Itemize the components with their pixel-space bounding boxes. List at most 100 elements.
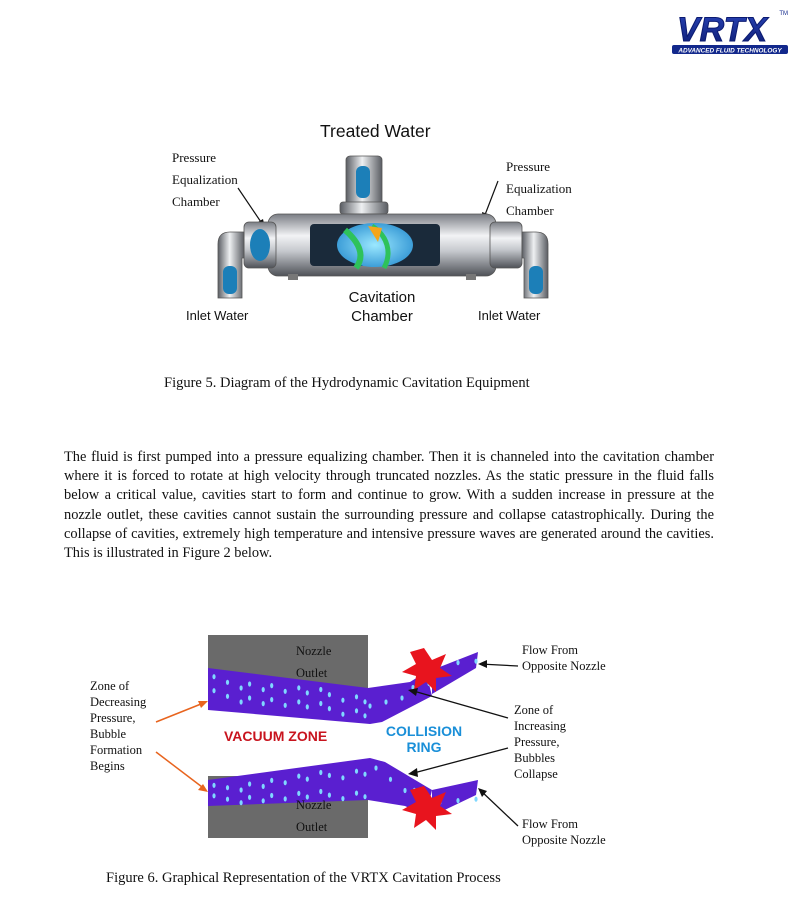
body-paragraph: The fluid is first pumped into a pressur… <box>64 449 714 562</box>
nozzle-outlet-bottom-label: Nozzle Outlet <box>296 798 332 834</box>
bubble <box>239 699 243 705</box>
logo-tagline: ADVANCED FLUID TECHNOLOGY <box>677 48 782 55</box>
bubble <box>239 800 243 806</box>
logo-trademark: TM <box>779 11 788 17</box>
swirl-green <box>342 227 364 270</box>
bubble <box>411 684 415 691</box>
cavitation-process-graphic <box>155 635 519 838</box>
collision-burst-bottom-icon <box>402 786 452 830</box>
arrow-flow-bottom <box>479 789 519 827</box>
bubble <box>474 658 478 664</box>
bubble <box>374 765 378 771</box>
bubble <box>354 694 359 700</box>
bubble <box>225 693 230 699</box>
bubble <box>474 796 478 802</box>
outlet-window <box>356 166 370 198</box>
bubble <box>341 775 345 781</box>
bubble <box>261 783 265 789</box>
vrtx-logo: VRTX ADVANCED FLUID TECHNOLOGY TM <box>652 8 792 58</box>
arrow-increasing-lower <box>409 747 509 775</box>
arrow-flow-top-head-icon <box>478 660 487 668</box>
arrow-increasing-upper <box>409 689 509 719</box>
arrow-flow-bottom-head-icon <box>478 788 487 797</box>
bubble <box>212 793 216 799</box>
nozzle-outlet-top-label: Nozzle Outlet <box>296 644 332 680</box>
bubble <box>248 681 252 687</box>
bubble <box>319 788 323 795</box>
bubble <box>270 697 274 703</box>
bubble <box>363 713 367 719</box>
bubble <box>319 700 323 707</box>
bubble <box>403 787 407 794</box>
bubble <box>327 692 331 698</box>
bubble <box>341 711 345 717</box>
bubble <box>456 660 460 666</box>
flow-from-opposite-bottom-label: Flow From Opposite Nozzle <box>522 817 606 847</box>
bubble <box>270 792 274 799</box>
bubble <box>270 683 274 689</box>
bubble <box>283 796 287 802</box>
swirl-orange <box>368 226 382 242</box>
bubble <box>270 777 274 783</box>
vacuum-zone-label: VACUUM ZONE <box>224 728 328 744</box>
inlet-water-left-label: Inlet Water <box>186 308 249 323</box>
bubble <box>363 794 367 800</box>
bubble <box>305 794 309 800</box>
support-foot-left <box>288 274 298 280</box>
vacuum-gap <box>208 710 380 776</box>
left-chamber-window <box>250 229 270 261</box>
bubble <box>261 701 265 707</box>
bubble <box>283 702 287 708</box>
bubble <box>297 773 301 779</box>
collision-ring-label: COLLISION RING <box>385 723 463 755</box>
bubble <box>225 679 230 685</box>
bubble <box>248 794 252 800</box>
arrow-decreasing-lower-head-icon <box>198 784 208 792</box>
bubble <box>319 769 323 776</box>
treated-water-label: Treated Water <box>320 121 431 141</box>
bubble <box>239 787 243 793</box>
arrow-increasing-lower-head-icon <box>408 768 418 777</box>
lower-opposite-flow <box>432 780 478 816</box>
bubble <box>283 688 287 694</box>
bubble <box>384 699 388 705</box>
bubble <box>354 708 359 714</box>
bubble <box>400 695 404 701</box>
cavitation-core <box>337 223 413 267</box>
bubble <box>354 790 359 796</box>
pressure-chamber-left-label: Pressure Equalization Chamber <box>172 150 238 209</box>
bubble <box>341 796 345 802</box>
bubble <box>283 780 287 786</box>
upper-opposite-flow <box>432 652 478 694</box>
bubble <box>212 674 216 680</box>
bubble <box>368 703 372 709</box>
bubble <box>305 704 309 710</box>
bubble <box>239 685 243 691</box>
bubble <box>248 695 252 701</box>
arrow-decreasing-upper <box>155 701 207 723</box>
bubble <box>261 798 265 804</box>
right-equalization-chamber <box>489 221 523 269</box>
right-inlet-window <box>529 266 543 294</box>
arrow-increasing-upper-head-icon <box>408 688 418 696</box>
bubble <box>261 687 265 693</box>
bubble <box>319 686 323 693</box>
left-inlet-window <box>223 266 237 294</box>
bubble <box>212 782 216 788</box>
bubble <box>225 785 230 791</box>
bubble <box>341 697 345 703</box>
vrtx-logo-graphic: VRTX ADVANCED FLUID TECHNOLOGY TM <box>672 11 788 55</box>
support-foot-right <box>466 274 476 280</box>
arrow-decreasing-lower <box>155 751 207 791</box>
flow-from-opposite-top-label: Flow From Opposite Nozzle <box>522 643 606 673</box>
logo-brand-text: VRTX <box>677 11 769 49</box>
bubble <box>248 781 252 787</box>
zone-increasing-pressure-label: Zone of Increasing Pressure, Bubbles Col… <box>514 703 567 781</box>
bubble <box>456 798 460 804</box>
cavitation-equipment-illustration <box>217 155 549 299</box>
figure-6-caption: Figure 6. Graphical Representation of th… <box>106 870 501 886</box>
outlet-flange <box>339 201 389 215</box>
figure-5-caption: Figure 5. Diagram of the Hydrodynamic Ca… <box>164 375 530 391</box>
bubble <box>327 772 331 778</box>
logo-tagline-bar <box>672 45 788 54</box>
